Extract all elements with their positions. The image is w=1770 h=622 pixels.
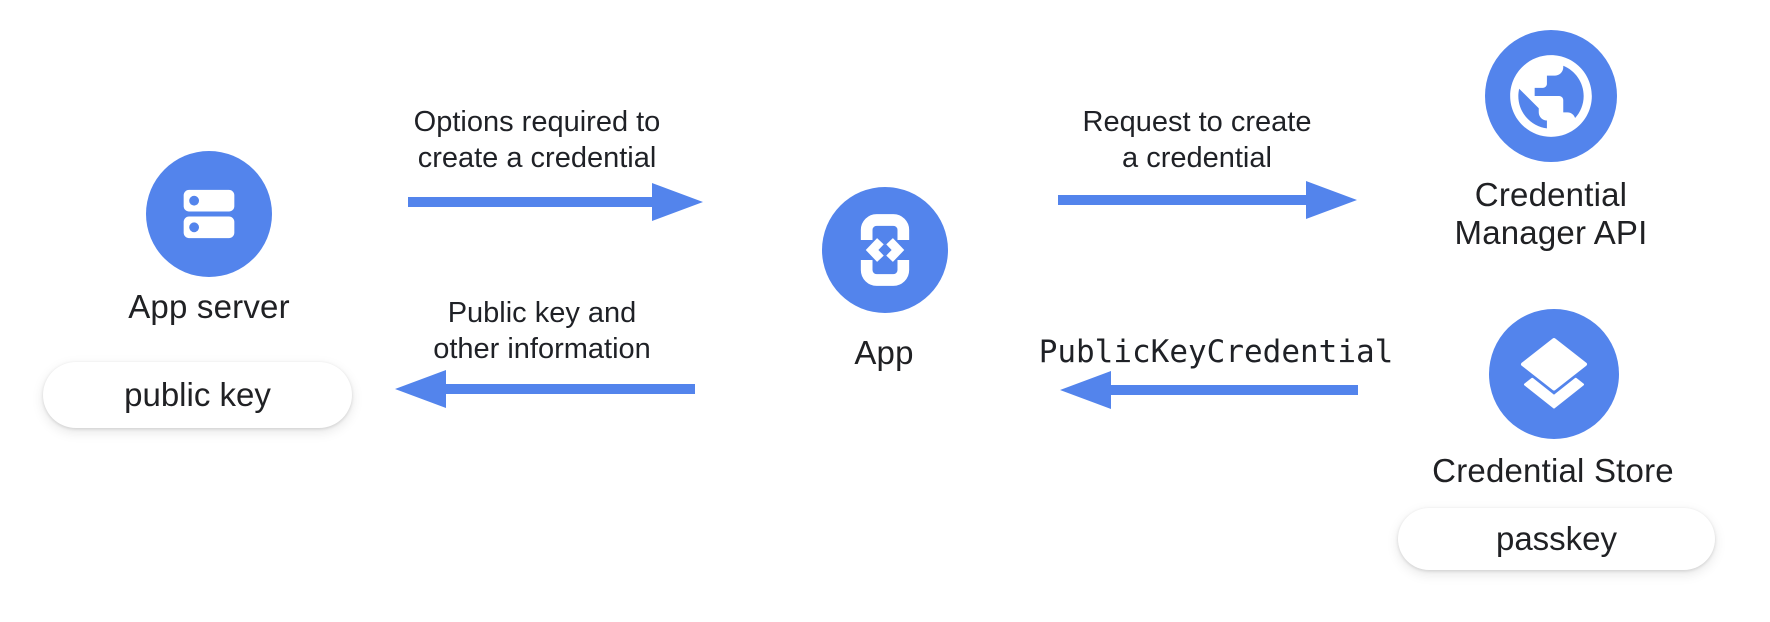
arrow-options-shaft — [408, 197, 652, 207]
passkey-badge-text: passkey — [1495, 520, 1618, 557]
arrow-options-label: Options required to create a credential — [413, 106, 661, 174]
arrow-request-label: Request to create a credential — [1082, 106, 1312, 174]
arrow-request-head-icon — [1306, 181, 1357, 219]
arrow-public-key-head-icon — [395, 370, 446, 408]
server-icon — [183, 189, 235, 239]
app-server-label: App server — [128, 288, 290, 325]
layers-icon — [1521, 338, 1587, 409]
credential-manager-label: Credential Manager API — [1455, 176, 1648, 252]
arrow-public-key-label: Public key and other information — [433, 297, 651, 365]
app-node — [822, 187, 948, 313]
arrow-publickeycredential-shaft — [1111, 385, 1358, 395]
credential-manager-label-line1: Credential — [1474, 176, 1628, 213]
arrow-request-shaft — [1058, 195, 1306, 205]
arrow-options — [408, 183, 703, 221]
app-label: App — [854, 334, 914, 371]
credential-store-node — [1489, 309, 1619, 439]
arrow-options-head-icon — [652, 183, 703, 221]
arrow-publickeycredential-head-icon — [1060, 371, 1111, 409]
arrow-public-key-shaft — [446, 384, 695, 394]
arrow-publickeycredential-label: PublicKeyCredential — [1038, 334, 1394, 370]
credential-manager-label-line2: Manager API — [1454, 214, 1648, 251]
arrow-publickeycredential — [1060, 371, 1358, 409]
public-key-badge: public key — [43, 362, 352, 428]
arrow-request — [1058, 181, 1357, 219]
credential-store-label: Credential Store — [1432, 452, 1674, 489]
globe-icon — [1510, 55, 1592, 137]
arrow-public-key — [395, 370, 695, 408]
passkey-badge: passkey — [1398, 508, 1715, 570]
public-key-badge-text: public key — [124, 376, 271, 413]
phone-code-icon — [860, 214, 910, 286]
credential-manager-node — [1485, 30, 1617, 162]
app-server-node — [146, 151, 272, 277]
